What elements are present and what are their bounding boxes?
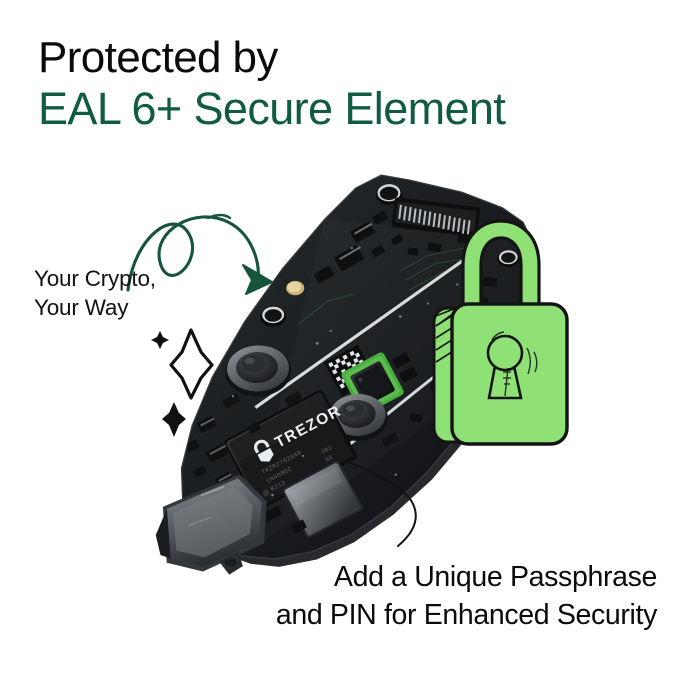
sparkle-group bbox=[151, 328, 214, 437]
padlock-body-front bbox=[450, 302, 569, 446]
pcb-face bbox=[181, 175, 532, 559]
sparkle-star-icon bbox=[169, 328, 214, 400]
padlock-illustration bbox=[432, 219, 569, 446]
display-connector bbox=[391, 197, 481, 237]
trezor-device-board: TREZOR TRZR2702048 CN4086C B213 382 06 bbox=[155, 174, 534, 575]
svg-text:B213: B213 bbox=[269, 479, 286, 493]
padlock-body-back bbox=[432, 306, 556, 444]
svg-text:CN4086C: CN4086C bbox=[265, 466, 293, 485]
smd-cluster-bottom bbox=[183, 416, 307, 534]
arrow-accent-tick bbox=[206, 213, 232, 220]
sparkle-plus-icon bbox=[151, 331, 169, 349]
sparkle-star-small-icon bbox=[162, 402, 186, 437]
annotation-line-2: Your Way bbox=[34, 294, 129, 320]
chip-brand-text: TREZOR bbox=[272, 402, 344, 451]
trezor-main-chip: TREZOR TRZR2702048 CN4086C B213 382 06 bbox=[224, 390, 357, 509]
svg-text:TRZR2702048: TRZR2702048 bbox=[261, 449, 303, 476]
motion-arc bbox=[347, 461, 417, 547]
padlock-shackle bbox=[461, 219, 541, 314]
pcb-outline bbox=[180, 174, 533, 560]
headline-line-2: EAL 6+ Secure Element bbox=[38, 83, 506, 135]
headline-block: Protected by EAL 6+ Secure Element bbox=[38, 33, 648, 135]
qr-code bbox=[324, 344, 376, 397]
padlock-hatching bbox=[435, 307, 459, 363]
padlock-keyhole bbox=[486, 334, 524, 400]
arrow-head bbox=[242, 264, 273, 295]
caption-passphrase-pin: Add a Unique Passphrase and PIN for Enha… bbox=[0, 558, 658, 634]
annotation-your-crypto-your-way: Your Crypto, Your Way bbox=[34, 265, 156, 323]
caption-line-2: and PIN for Enhanced Security bbox=[275, 599, 658, 632]
device-button-1 bbox=[225, 345, 292, 397]
pcb-components: TREZOR TRZR2702048 CN4086C B213 382 06 bbox=[183, 184, 520, 538]
shield-can bbox=[282, 460, 363, 538]
svg-text:382: 382 bbox=[320, 444, 334, 456]
svg-text:06: 06 bbox=[324, 454, 334, 464]
device-button-2 bbox=[327, 393, 388, 442]
motion-lines bbox=[286, 194, 373, 294]
headline-line-1: Protected by bbox=[38, 33, 278, 82]
annotation-line-1: Your Crypto, bbox=[34, 266, 156, 291]
board-edge bbox=[182, 239, 534, 567]
smd-cluster-top bbox=[314, 210, 494, 284]
secure-element-chip bbox=[341, 352, 404, 415]
caption-line-1: Add a Unique Passphrase bbox=[333, 561, 657, 593]
